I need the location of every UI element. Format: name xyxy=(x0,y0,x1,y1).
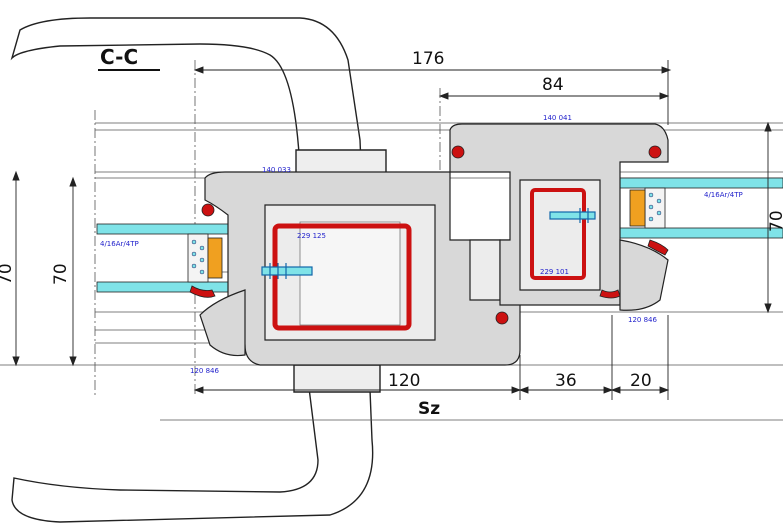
code-frame-top: 140 033 xyxy=(262,166,291,174)
code-reinforcement-left: 229 125 xyxy=(297,232,326,240)
code-sash-top: 140 041 xyxy=(543,114,572,122)
glass-right xyxy=(619,177,783,239)
reinforcement-left xyxy=(272,223,412,331)
code-reinforcement-right: 229 101 xyxy=(540,268,569,276)
code-bead-right: 120 846 xyxy=(628,316,657,324)
screw-right xyxy=(549,208,596,223)
dim-mullion-offset: 36 xyxy=(555,371,577,391)
code-bead-left: 120 846 xyxy=(190,367,219,375)
handle-outline xyxy=(10,17,387,523)
frame-profile xyxy=(199,171,521,366)
dim-sash-offset: 20 xyxy=(630,371,652,391)
section-title: C-C xyxy=(100,45,138,69)
dim-frame-depth: 120 xyxy=(388,371,420,391)
dim-sash-width: 84 xyxy=(542,75,564,95)
desiccant-dots xyxy=(191,192,662,275)
dim-size-label: Sz xyxy=(418,399,440,419)
dim-overall-width: 176 xyxy=(412,49,444,69)
dimension-lines xyxy=(12,60,772,400)
reinforcement-right xyxy=(530,188,586,280)
dim-glass-height-left: 70 xyxy=(51,263,71,285)
glazing-left-label: 4/16Ar/4TP xyxy=(100,240,139,248)
gaskets xyxy=(189,145,669,325)
glazing-right-label: 4/16Ar/4TP xyxy=(704,191,743,199)
dim-glass-height-left-outer: 70 xyxy=(0,263,16,285)
screw-left xyxy=(261,263,313,279)
dim-glass-height-right: 70 xyxy=(767,210,783,232)
